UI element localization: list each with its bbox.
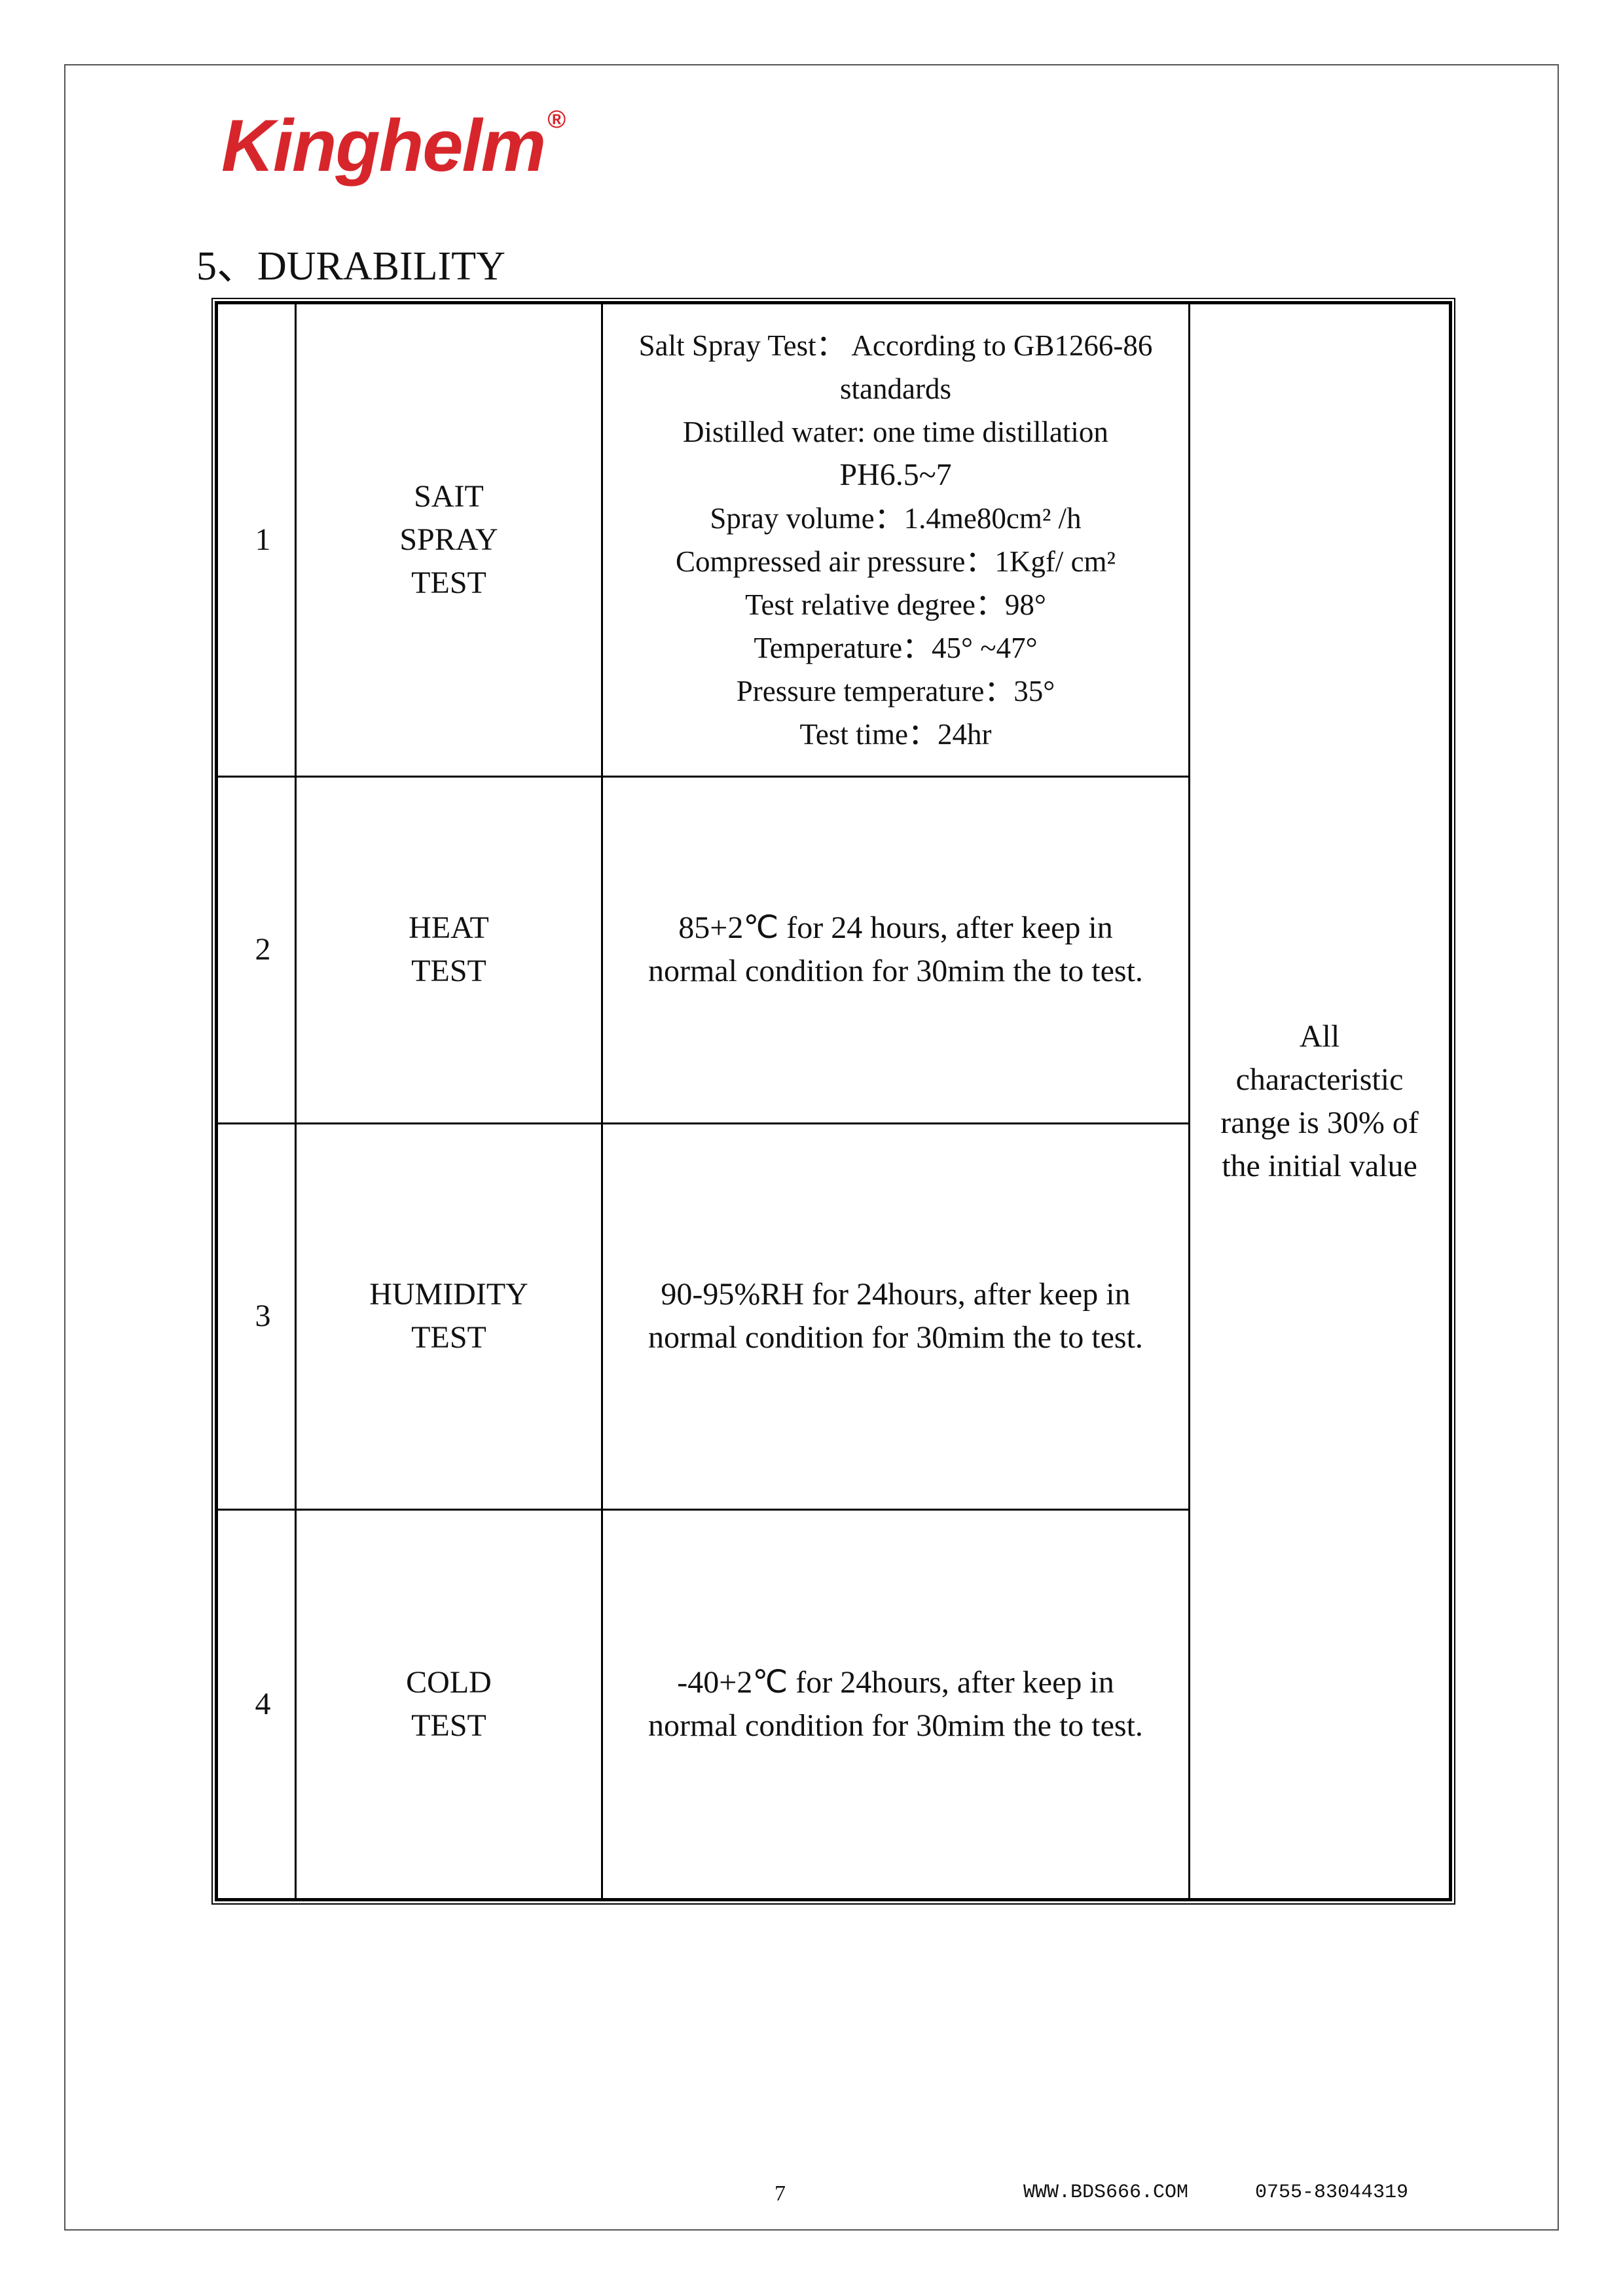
condition-line: -40+2℃ for 24hours, after keep in: [677, 1664, 1114, 1700]
footer-phone: 0755-83044319: [1255, 2181, 1409, 2204]
acceptance-criteria: All characteristic range is 30% of the i…: [1188, 302, 1451, 1900]
condition-line: Compressed air pressure：1Kgf/ cm²: [675, 545, 1116, 579]
test-condition: 90-95%RH for 24hours, after keep in norm…: [601, 1122, 1190, 1511]
test-name-line: SPRAY: [399, 522, 498, 558]
test-name-line: TEST: [411, 565, 486, 601]
criteria-line: characteristic: [1235, 1062, 1404, 1097]
section-title: 5、DURABILITY: [196, 244, 505, 289]
footer-website: WWW.BDS666.COM: [1023, 2181, 1189, 2204]
condition-line: normal condition for 30mim the to test.: [648, 954, 1143, 989]
test-name: COLD TEST: [295, 1508, 603, 1901]
condition-line: 90-95%RH for 24hours, after keep in: [661, 1277, 1131, 1312]
test-name-line: COLD: [406, 1664, 492, 1700]
registered-mark: ®: [547, 106, 566, 134]
test-name-line: TEST: [411, 954, 486, 989]
table-row: 1 SAIT SPRAY TEST Salt Spray Test： Accor…: [216, 302, 1451, 1900]
condition-line: PH6.5~7: [839, 457, 952, 493]
brand-name: Kinghelm: [221, 105, 546, 187]
condition-line: Salt Spray Test： According to GB1266-86: [638, 329, 1153, 363]
test-condition: -40+2℃ for 24hours, after keep in normal…: [601, 1508, 1190, 1901]
condition-line: Pressure temperature：35°: [736, 675, 1055, 708]
test-condition: Salt Spray Test： According to GB1266-86 …: [601, 302, 1190, 778]
condition-line: Spray volume：1.4me80cm² /h: [710, 502, 1082, 535]
row-number: 1: [216, 302, 297, 778]
condition-line: 85+2℃ for 24 hours, after keep in: [678, 910, 1113, 946]
criteria-line: the initial value: [1222, 1148, 1417, 1183]
table-row: 4 COLD TEST -40+2℃ for 24hours, after ke…: [216, 1508, 1450, 1901]
table-row: 2 HEAT TEST 85+2℃ for 24 hours, after ke…: [216, 776, 1450, 1124]
table-row: 3 HUMIDITY TEST 90-95%RH for 24hours, af…: [216, 1122, 1450, 1511]
row-number: 4: [216, 1508, 297, 1901]
test-name: HEAT TEST: [295, 776, 603, 1124]
test-name-line: SAIT: [414, 479, 484, 514]
condition-line: Distilled water: one time distillation: [683, 416, 1108, 449]
test-name: SAIT SPRAY TEST: [295, 302, 603, 778]
test-name-line: TEST: [411, 1320, 486, 1355]
row-number: 2: [216, 776, 297, 1124]
condition-line: Temperature：45° ~47°: [754, 632, 1038, 665]
criteria-line: All: [1299, 1018, 1340, 1054]
row-number: 3: [216, 1122, 297, 1511]
condition-line: normal condition for 30mim the to test.: [648, 1320, 1143, 1355]
criteria-line: range is 30% of: [1220, 1105, 1419, 1140]
condition-line: normal condition for 30mim the to test.: [648, 1708, 1143, 1743]
page-frame: [64, 64, 1559, 2231]
test-name-line: HEAT: [409, 910, 489, 946]
test-condition: 85+2℃ for 24 hours, after keep in normal…: [601, 776, 1190, 1124]
condition-line: Test relative degree：98°: [745, 588, 1046, 622]
brand-logo: Kinghelm®: [221, 103, 566, 188]
condition-line: Test time：24hr: [799, 718, 992, 751]
durability-table: 1 SAIT SPRAY TEST Salt Spray Test： Accor…: [211, 298, 1455, 1905]
test-name-line: TEST: [411, 1708, 486, 1743]
page-number: 7: [775, 2181, 786, 2206]
test-name-line: HUMIDITY: [369, 1277, 528, 1312]
test-name: HUMIDITY TEST: [295, 1122, 603, 1511]
condition-line: standards: [840, 372, 951, 406]
